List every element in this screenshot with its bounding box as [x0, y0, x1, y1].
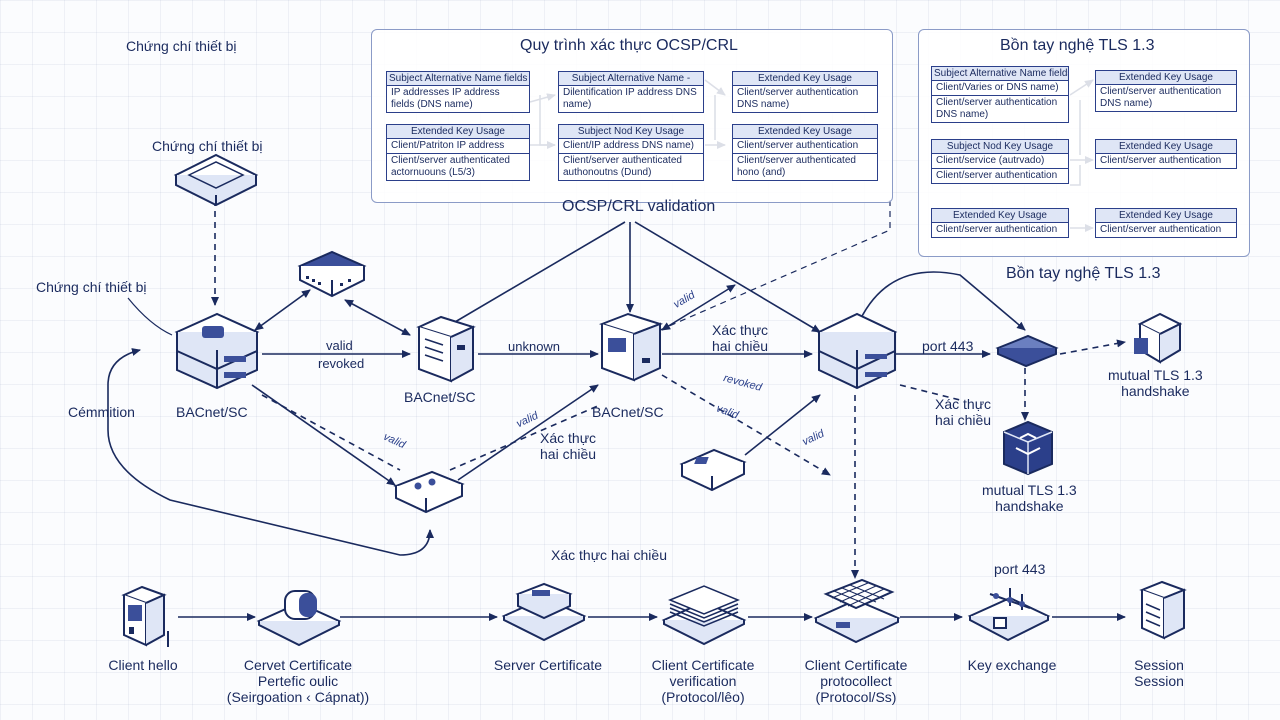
mutual-tls-label-1: mutual TLS 1.3 handshake	[1108, 367, 1203, 399]
port-device-icon	[995, 334, 1059, 368]
server-certificate-icon	[501, 582, 587, 642]
ocsp-box-row: Client/server authenticated authonoutns …	[559, 153, 703, 180]
edge-server-minidevice	[254, 289, 311, 331]
ocsp-validation-label: OCSP/CRL validation	[562, 198, 716, 215]
ocsp-box-body: Client/server authentication DNS name)	[737, 87, 859, 110]
tls-box-header: Extended Key Usage	[1096, 71, 1236, 85]
revoked-label-1: revoked	[318, 356, 365, 371]
ocsp-box-header: Subject Alternative Name -	[559, 72, 703, 86]
tls-subtitle: Bồn tay nghệ TLS 1.3	[1006, 265, 1161, 282]
ocsp-box-2: Subject Alternative Name -Dilentificatio…	[558, 71, 704, 113]
device-cert-label-3: Chứng chí thiết bị	[36, 279, 147, 295]
tls-box-body: Client/server authentication	[1100, 224, 1222, 235]
tls-box-header: Subject Nod Key Usage	[932, 140, 1068, 154]
tls-server-top-icon	[1134, 312, 1183, 364]
router-small-icon	[679, 448, 747, 492]
tls-box-row: Client/service (autrvado)	[936, 155, 1045, 166]
ocsp-box-header: Extended Key Usage	[387, 125, 529, 139]
unknown-label: unknown	[508, 339, 561, 354]
tls-box-body: Client/server authentication	[1100, 155, 1222, 166]
flow-step-cervet-certificate-label: Cervet Certificate Pertefic oulic (Seirg…	[226, 657, 370, 705]
router-bottom-icon	[393, 470, 465, 514]
tls-box-row: Client/server authentication	[932, 168, 1068, 183]
mutual-auth-label-2: Xác thực hai chiều	[540, 430, 597, 462]
edge-minidevice-bacnet2	[344, 299, 411, 336]
port-443-label-2: port 443	[994, 561, 1046, 577]
bacnet-label-3: BACnet/SC	[592, 404, 664, 420]
flow-step-client-hello-label: Client hello	[108, 657, 178, 673]
tls-box-row: Client/server authentication DNS name)	[932, 95, 1068, 122]
device-cert-label-2: Chứng chí thiết bị	[152, 138, 263, 154]
edge-router-bacnet3	[457, 384, 599, 481]
tls-box-header: Subject Alternative Name fields	[932, 67, 1068, 81]
device-cert-label-1: Chứng chí thiết bị	[126, 38, 237, 54]
ocsp-box-row: Client/server authenticated actornuouns …	[387, 153, 529, 180]
mini-device-icon	[297, 250, 367, 298]
client-certificate-protocol-icon	[813, 578, 901, 644]
port-443-label-1: port 443	[922, 338, 974, 354]
tls-box-body: Client/server authentication	[936, 224, 1058, 235]
tls-box-header: Extended Key Usage	[1096, 209, 1236, 223]
server-left-icon	[174, 312, 260, 390]
session-icon	[1139, 580, 1187, 640]
ocsp-panel-title: Quy trình xác thực OCSP/CRL	[520, 37, 738, 54]
edge-commition	[107, 348, 141, 410]
flow-step-key-exchange-label: Key exchange	[967, 657, 1057, 673]
ocsp-box-row: Client/server authentication	[737, 140, 859, 151]
bacnet-label-2: BACnet/SC	[404, 389, 476, 405]
mutual-auth-label-1: Xác thực hai chiều	[712, 322, 769, 354]
ocsp-box-header: Extended Key Usage	[733, 125, 877, 139]
flow-step-client-certificate-verification-label: Client Certificate verification (Protoco…	[651, 657, 755, 705]
bacnet-label-1: BACnet/SC	[176, 404, 248, 420]
mutual-auth-label-3: Xác thực hai chiều	[935, 396, 992, 428]
bacnet-device-3-icon	[598, 312, 664, 382]
mutual-tls-label-2: mutual TLS 1.3 handshake	[982, 482, 1077, 514]
flow-step-server-certificate-label: Server Certificate	[493, 657, 603, 673]
cervet-certificate-icon	[256, 590, 342, 647]
client-hello-icon	[121, 585, 169, 647]
bacnet-device-2-icon	[416, 315, 476, 383]
tls-cube-icon	[1003, 420, 1053, 476]
tls-panel-title: Bồn tay nghệ TLS 1.3	[1000, 37, 1155, 54]
ocsp-box-row: Client/server authenticated hono (and)	[733, 153, 877, 180]
device-top-icon	[173, 153, 259, 207]
ocsp-box-row: Client/Patriton IP address	[391, 140, 505, 151]
edge-ocsp-bacnet2	[454, 221, 626, 323]
ocsp-box-body: Dilentification IP address DNS name)	[563, 87, 697, 110]
key-exchange-icon	[967, 588, 1051, 642]
tls-box-header: Extended Key Usage	[1096, 140, 1236, 154]
tls-box-row: Client/Varies or DNS name)	[936, 82, 1059, 93]
flow-step-client-certificate-protocol-label: Client Certificate protocollect (Protoco…	[804, 657, 908, 705]
ocsp-box-body: IP addresses IP address fields (DNS name…	[391, 87, 500, 110]
client-certificate-verification-icon	[661, 585, 747, 646]
ocsp-box-header: Extended Key Usage	[733, 72, 877, 86]
tls-box-body: Client/server authentication DNS name)	[1100, 86, 1222, 109]
ocsp-box-header: Subject Nod Key Usage	[559, 125, 703, 139]
valid-label-1: valid	[326, 338, 353, 353]
commition-label: Cémmition	[68, 404, 135, 420]
mutual-auth-bottom-label: Xác thực hai chiều	[551, 547, 667, 563]
tls-box-header: Extended Key Usage	[932, 209, 1068, 223]
server-right-icon	[816, 312, 898, 390]
ocsp-box-row: Client/IP address DNS name)	[563, 140, 694, 151]
edge-server-router	[251, 384, 396, 486]
flow-step-session-label: Session Session	[1134, 657, 1184, 689]
ocsp-box-header: Subject Alternative Name fields	[387, 72, 529, 86]
